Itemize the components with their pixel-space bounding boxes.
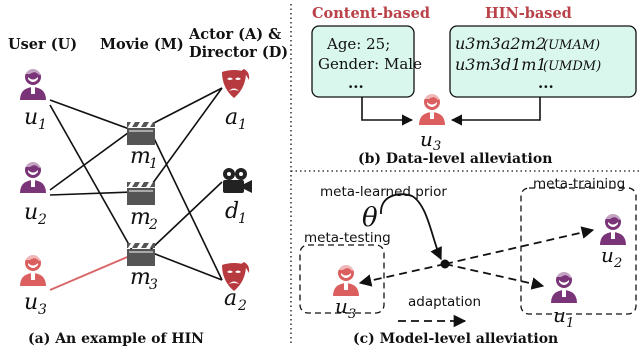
- hin-based-title: HIN-based: [485, 5, 572, 22]
- user-icon: [20, 254, 46, 286]
- header-director: Director (D): [189, 44, 288, 61]
- node-a2-label: a: [224, 286, 237, 311]
- content-age: Age: 25;: [326, 35, 390, 53]
- arrow-to-u3: [358, 263, 446, 287]
- node-u2-label: u: [24, 200, 38, 225]
- meta-testing-label: meta-testing: [304, 230, 391, 246]
- metapath-umam-tag: (UMAM): [543, 38, 600, 53]
- arrow-hin-to-user: [450, 97, 541, 126]
- header-user: User (U): [8, 36, 77, 53]
- panel-b: Content-based HIN-based Age: 25; Gender:…: [311, 5, 637, 167]
- metapath-umam: u3m3a2m2: [455, 34, 546, 53]
- panel-c: meta-learned prior θ meta-testing meta-t…: [299, 176, 637, 347]
- node-m3-sub: 3: [149, 277, 158, 293]
- theta-symbol: θ: [362, 203, 378, 233]
- clapperboard-icon: [127, 182, 155, 205]
- edge-m1-a2: [149, 129, 223, 281]
- node-u3-label: u: [24, 290, 38, 315]
- node-a1-label: a: [225, 105, 238, 130]
- panel-a: User (U) Movie (M) Actor (A) & Director …: [8, 26, 288, 347]
- edge-m3-d1: [149, 181, 223, 251]
- caption-c: (c) Model-level alleviation: [353, 331, 558, 347]
- meta-testing-region: [299, 244, 385, 314]
- node-u2-sub: 2: [37, 212, 47, 228]
- edge-u3-m3: [49, 254, 133, 291]
- hin-ellipsis: ...: [538, 74, 554, 92]
- node-u1-label: u: [24, 105, 38, 130]
- node-m2-label: m: [130, 205, 151, 230]
- edge-m1-a1: [149, 87, 223, 126]
- content-feature-box: [311, 25, 415, 98]
- node-m2-sub: 2: [148, 217, 158, 233]
- user-icon: [20, 68, 46, 100]
- prior-label: meta-learned prior: [320, 184, 447, 200]
- node-u1-sub: 1: [38, 117, 47, 133]
- c-u2-sub: 2: [613, 256, 622, 271]
- edge-u2-m1: [49, 129, 133, 191]
- caption-a: (a) An example of HIN: [28, 331, 204, 347]
- header-actor: Actor (A) &: [188, 26, 281, 43]
- hin-metapath-box: [449, 25, 637, 98]
- adaptation-label: adaptation: [408, 294, 481, 310]
- c-u1-label: u: [553, 303, 566, 327]
- node-a1-sub: 1: [238, 117, 247, 133]
- node-d1-label: d: [225, 199, 239, 224]
- prior-arrow: [380, 193, 442, 261]
- caption-b: (b) Data-level alleviation: [358, 151, 552, 167]
- c-u3-sub: 3: [348, 307, 356, 322]
- metapath-umdm: u3m3d1m1: [455, 55, 547, 74]
- user-icon: [419, 93, 445, 125]
- meta-training-label: meta-training: [533, 176, 625, 192]
- user-icon: [20, 161, 46, 193]
- edge-u1-m3: [49, 104, 133, 251]
- node-d1-sub: 1: [238, 211, 247, 227]
- target-user-label: u: [420, 127, 433, 151]
- c-u3-label: u: [335, 294, 348, 318]
- hin-edges: [49, 87, 223, 291]
- arrow-to-u2: [444, 226, 595, 265]
- node-m1-sub: 1: [149, 156, 158, 172]
- node-a2-sub: 2: [237, 298, 247, 314]
- node-u3-sub: 3: [38, 302, 47, 318]
- content-based-title: Content-based: [312, 5, 430, 22]
- node-m1-label: m: [130, 144, 151, 169]
- user-icon: [333, 264, 359, 296]
- content-gender: Gender: Male: [318, 55, 422, 73]
- meta-training-region: [520, 187, 637, 315]
- header-movie: Movie (M): [100, 36, 184, 53]
- clapperboard-icon: [127, 243, 155, 266]
- edge-m2-a1: [149, 87, 223, 188]
- arrow-content-to-user: [361, 97, 414, 126]
- c-u1-sub: 1: [566, 316, 574, 331]
- edge-m3-a2: [149, 251, 223, 281]
- content-ellipsis: ...: [348, 74, 364, 92]
- edge-u2-m2: [49, 191, 133, 196]
- user-icon: [600, 213, 626, 245]
- theater-mask-icon: [222, 69, 250, 98]
- c-u2-label: u: [601, 243, 614, 267]
- metapath-umdm-tag: (UMDM): [543, 59, 601, 74]
- movie-camera-icon: [223, 168, 252, 193]
- node-m3-label: m: [130, 265, 151, 290]
- clapperboard-icon: [127, 122, 155, 145]
- edge-u1-m1: [49, 99, 133, 131]
- target-user-sub: 3: [433, 139, 441, 154]
- arrow-to-u1: [444, 263, 545, 290]
- user-icon: [551, 271, 577, 303]
